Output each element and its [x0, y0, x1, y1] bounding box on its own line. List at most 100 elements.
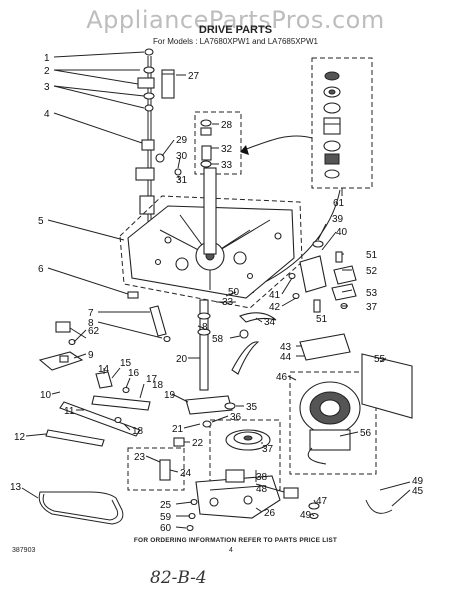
callout-51-lower: 51	[316, 314, 328, 325]
callout-48: 48	[256, 484, 268, 495]
callout-62: 62	[88, 326, 100, 337]
callout-15: 15	[120, 358, 132, 369]
part-7-arm	[149, 305, 167, 337]
callout-18-lower: 18	[132, 426, 144, 437]
callout-58: 58	[212, 334, 224, 345]
part-27-strip	[161, 69, 175, 99]
callout-30: 30	[176, 151, 188, 162]
part-55-shield	[361, 353, 413, 419]
callout-14: 14	[98, 364, 110, 375]
center-shaft	[203, 167, 217, 255]
callout-22: 22	[192, 438, 204, 449]
callout-24: 24	[180, 468, 192, 479]
callout-8-upper: 8	[88, 318, 94, 329]
callout-45: 45	[412, 486, 424, 497]
callout-46: 46	[276, 372, 288, 383]
kit-box-23	[127, 447, 185, 491]
callout-52: 52	[366, 266, 378, 277]
ordering-note: FOR ORDERING INFORMATION REFER TO PARTS …	[133, 537, 338, 544]
linkage-assembly	[135, 48, 182, 225]
callout-42: 42	[269, 302, 281, 313]
leader-lines	[21, 51, 411, 529]
callout-31: 31	[176, 175, 188, 186]
handwritten-note: 82-B-4	[150, 568, 207, 588]
callout-13: 13	[10, 482, 22, 493]
callout-7: 7	[88, 308, 94, 319]
callout-19: 19	[164, 390, 176, 401]
callout-3: 3	[44, 82, 50, 93]
callout-38: 38	[256, 472, 268, 483]
bearing-parts	[200, 119, 212, 168]
seal-kit-box	[311, 57, 373, 189]
callout-40: 40	[336, 227, 348, 238]
callout-51-upper: 51	[366, 250, 378, 261]
callout-39: 39	[332, 214, 344, 225]
callout-16: 16	[128, 368, 140, 379]
transmission-stem	[199, 299, 209, 391]
callout-55: 55	[374, 354, 386, 365]
callout-50: 50	[228, 287, 240, 298]
callout-12: 12	[14, 432, 26, 443]
callout-37-right: 37	[366, 302, 378, 313]
callout-56: 56	[360, 428, 372, 439]
callout-47: 47	[316, 496, 328, 507]
callout-49-right: 49	[412, 476, 424, 487]
callout-1: 1	[44, 53, 50, 64]
part-34	[239, 312, 277, 323]
part-18-bar	[91, 395, 151, 411]
part-40-bracket	[299, 255, 327, 293]
callout-41: 41	[269, 290, 281, 301]
drive-belt	[38, 491, 124, 525]
pulley-box	[209, 419, 281, 491]
callout-labels: 1 2 27 3 4 28 29 30 32 33 31 5 61 39 40 …	[10, 53, 424, 534]
bearing-kit-box	[194, 111, 242, 175]
callout-25: 25	[160, 500, 172, 511]
callout-20: 20	[176, 354, 188, 365]
callout-26: 26	[264, 508, 276, 519]
callout-35: 35	[246, 402, 258, 413]
callout-11: 11	[64, 406, 75, 417]
page-number: 4	[229, 547, 233, 554]
callout-34: 34	[264, 317, 276, 328]
callout-49-lower: 49	[300, 510, 312, 521]
part-52	[333, 265, 357, 285]
document-number: 387903	[12, 547, 36, 554]
diagram-subtitle: For Models : LA7680XPW1 and LA7685XPW1	[153, 37, 318, 46]
diagram-title: DRIVE PARTS	[198, 24, 273, 36]
callout-29: 29	[176, 135, 188, 146]
callout-60: 60	[160, 523, 172, 534]
seal-stack	[323, 71, 341, 179]
part-58	[231, 341, 260, 375]
callout-10: 10	[40, 390, 52, 401]
callout-4: 4	[44, 109, 50, 120]
callout-18-upper: 18	[152, 380, 164, 391]
motor-mount	[299, 333, 351, 361]
callout-53: 53	[366, 288, 378, 299]
part-6-pin	[127, 291, 139, 299]
callout-44: 44	[280, 352, 292, 363]
callout-8-lower: 8	[202, 322, 208, 333]
callout-17: 17	[146, 374, 158, 385]
part-22	[173, 437, 185, 447]
callout-32: 32	[221, 144, 233, 155]
part-24	[159, 459, 171, 481]
part-48	[283, 487, 299, 499]
part-12-bar	[45, 429, 105, 447]
part-45-wire	[365, 499, 393, 514]
clutch-plate	[185, 395, 233, 415]
callout-6: 6	[38, 264, 44, 275]
callout-5: 5	[38, 216, 44, 227]
callout-27: 27	[188, 71, 200, 82]
part-62	[55, 321, 71, 333]
callout-33-upper: 33	[221, 160, 233, 171]
callout-36: 36	[230, 412, 242, 423]
callout-28: 28	[221, 120, 233, 131]
callout-21: 21	[172, 424, 184, 435]
watermark: AppliancePartsPros.com	[86, 6, 385, 34]
drive-motor	[289, 371, 377, 475]
callout-43: 43	[280, 342, 292, 353]
callout-37-box: 37	[262, 444, 274, 455]
callout-33-lower: 33	[222, 297, 234, 308]
callout-59: 59	[160, 512, 172, 523]
